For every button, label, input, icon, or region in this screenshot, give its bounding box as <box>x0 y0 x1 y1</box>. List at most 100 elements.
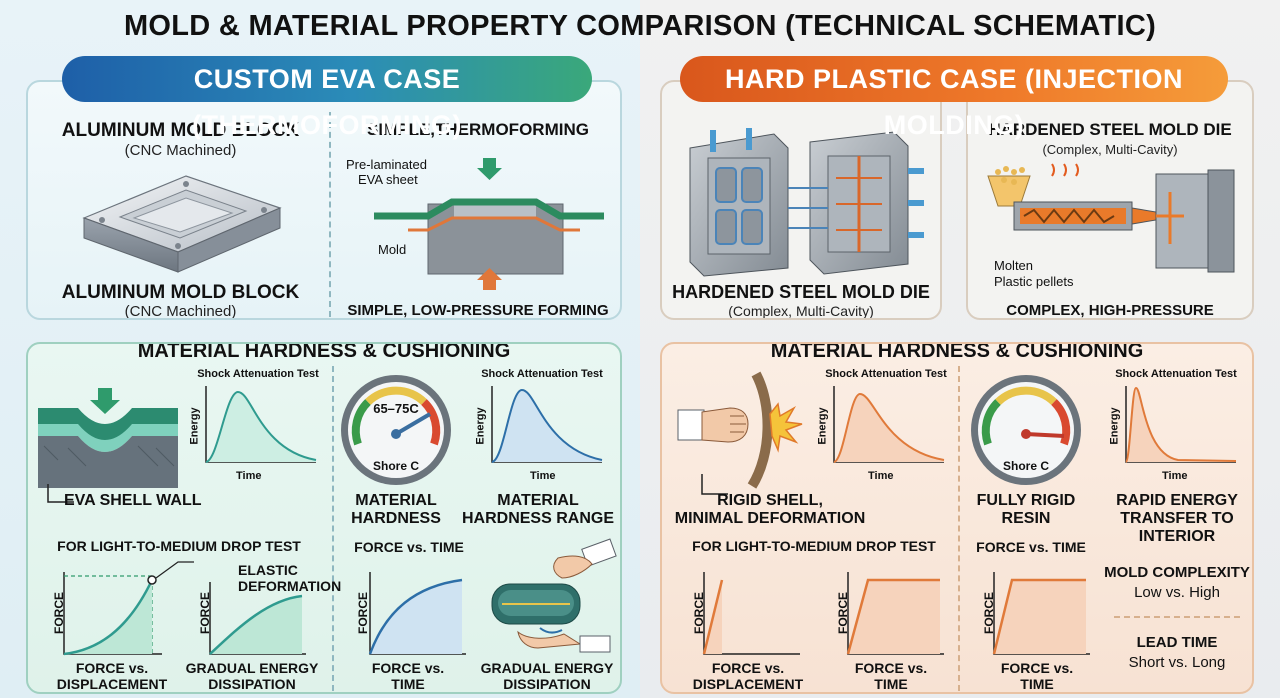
steel-mold-die-illustration <box>689 128 924 277</box>
eva-sheet-label: Pre-laminated EVA sheet <box>346 157 427 187</box>
rigid-caption-line1: RIGID SHELL, <box>717 492 823 509</box>
hard-c5-title: FORCE vs. TIME <box>976 539 1086 555</box>
hand-caption-line1: GRADUAL ENERGY <box>480 660 614 676</box>
molten-label: Molten Plastic pellets <box>994 258 1073 290</box>
mold-block-heading-bottom: ALUMINUM MOLD BLOCK <box>61 282 300 303</box>
hard-c4-caption: FORCE vs. TIME <box>826 660 956 692</box>
hard-divider <box>958 366 960 691</box>
rapid-caption-line1: RAPID ENERGY <box>1116 492 1238 509</box>
hard-c3-caption-line2: DISPLACEMENT <box>692 676 804 692</box>
gauge-unit: Shore C <box>372 459 419 473</box>
rigid-gauge-caption-line2: RESIN <box>1001 510 1051 527</box>
eva-hardness-heading: MATERIAL HARDNESS & CUSHIONING <box>137 342 511 362</box>
rigid-gauge-caption-line1: FULLY RIGID <box>976 492 1076 509</box>
die-caption-sub: (Complex, Multi-Cavity) <box>728 303 874 319</box>
hard-shock-chart2-title: Shock Attenuation Test <box>1115 368 1237 380</box>
thermo-heading: SIMPLE,THERMOFORMING <box>367 120 589 139</box>
hand-caption-line2: DISSIPATION <box>503 676 591 692</box>
eva-c4-caption-line1: GRADUAL ENERGY <box>185 660 319 676</box>
rigid-gauge-caption: FULLY RIGID RESIN <box>968 492 1084 528</box>
eva-shock-chart2-title: Shock Attenuation Test <box>481 368 603 380</box>
eva-shell-label: EVA SHELL WALL <box>64 492 202 509</box>
eva-c4-y-label: FORCE <box>198 592 212 634</box>
mold-block-sub: (CNC Machined) <box>124 142 237 159</box>
eva-shock2-y-label: Energy <box>474 407 487 445</box>
hard-c5-caption-line1: FORCE vs. <box>1000 660 1074 676</box>
hard-shock-chart-title: Shock Attenuation Test <box>825 368 947 380</box>
injection-molding-diagram <box>987 163 1235 273</box>
eva-shock-x-label: Time <box>236 470 262 482</box>
hard-shock-chart <box>833 386 945 463</box>
hardness-gauge <box>341 375 451 485</box>
hard-plastic-banner: HARD PLASTIC CASE (INJECTION MOLDING) <box>680 56 1228 140</box>
injection-panel: HARDENED STEEL MOLD DIE (Complex, Multi-… <box>966 80 1254 320</box>
chart2-caption: MATERIAL HARDNESS RANGE <box>458 492 618 528</box>
eva-gradual-chart <box>209 582 306 655</box>
hard-drop-heading: FOR LIGHT-TO-MEDIUM DROP TEST <box>692 538 936 554</box>
molten-label-line1: Molten <box>994 258 1034 273</box>
rapid-caption: RAPID ENERGY TRANSFER TO INTERIOR <box>1102 492 1252 546</box>
eva-shock-chart2 <box>491 386 603 463</box>
molten-label-line2: Plastic pellets <box>994 274 1074 289</box>
hard-c4-caption-line1: FORCE vs. <box>854 660 928 676</box>
eva-force-time-chart <box>368 572 466 655</box>
rigid-gauge-unit: Shore C <box>1002 459 1049 473</box>
hard-c5-y-label: FORCE <box>982 592 996 634</box>
fist-impact-illustration <box>677 371 803 489</box>
injection-heading: HARDENED STEEL MOLD DIE <box>988 120 1232 139</box>
lead-time-value: Short vs. Long <box>1128 654 1226 671</box>
hard-hardness-heading: MATERIAL HARDNESS & CUSHIONING <box>770 342 1144 362</box>
elastic-label-line2: DEFORMATION <box>238 578 342 594</box>
elastic-label-line1: ELASTIC <box>238 562 298 578</box>
mold-label: Mold <box>378 242 407 257</box>
hard-c3-caption: FORCE vs. DISPLACEMENT <box>678 660 818 692</box>
eva-c3-caption-line1: FORCE vs. <box>75 660 149 676</box>
hard-c5-caption-line2: TIME <box>1020 676 1054 692</box>
rigid-caption-line2: MINIMAL DEFORMATION <box>674 510 866 527</box>
eva-shock-chart-title: Shock Attenuation Test <box>197 368 319 380</box>
steel-die-panel: HARDENED STEEL MOLD DIE (Complex, Multi-… <box>660 80 942 320</box>
hard-c3-y-label: FORCE <box>692 592 706 634</box>
eva-c3-caption-line2: DISPLACEMENT <box>56 676 168 692</box>
mold-complexity-label: MOLD COMPLEXITY <box>1104 564 1250 581</box>
rigid-leader <box>701 474 728 495</box>
panel-divider <box>329 112 331 317</box>
eva-c5-caption-line1: FORCE vs. <box>371 660 445 676</box>
page-title: MOLD & MATERIAL PROPERTY COMPARISON (TEC… <box>123 10 1157 42</box>
eva-shock-chart <box>205 386 317 463</box>
chart2-caption-line2: HARDNESS RANGE <box>461 510 614 527</box>
eva-shock2-x-label: Time <box>530 470 556 482</box>
lead-time-label: LEAD TIME <box>1136 634 1218 651</box>
hardness-divider <box>332 366 334 691</box>
chart2-caption-line1: MATERIAL <box>497 492 579 509</box>
elastic-label: ELASTIC DEFORMATION <box>238 562 341 594</box>
eva-top-panel: ALUMINUM MOLD BLOCK (CNC Machined) ALUMI… <box>26 80 622 320</box>
rigid-caption: RIGID SHELL, MINIMAL DEFORMATION <box>672 492 868 528</box>
hands-compressing-case-illustration <box>491 538 617 653</box>
eva-c3-y-label: FORCE <box>52 592 66 634</box>
hard-force-displacement-chart <box>702 572 800 655</box>
hard-c3-caption-line1: FORCE vs. <box>711 660 785 676</box>
eva-banner: CUSTOM EVA CASE (THERMOFORMING) <box>62 56 592 140</box>
hard-c4-caption-line2: TIME <box>874 676 908 692</box>
hard-hardness-panel: MATERIAL HARDNESS & CUSHIONING RIGID SHE… <box>660 342 1254 694</box>
mold-complexity-value: Low vs. High <box>1134 584 1220 601</box>
die-caption: HARDENED STEEL MOLD DIE <box>672 282 930 302</box>
eva-shell-leader <box>47 484 74 503</box>
rapid-caption-line3: INTERIOR <box>1138 528 1216 545</box>
gauge-caption: MATERIAL HARDNESS <box>338 492 454 528</box>
aluminum-mold-block-illustration <box>82 175 282 273</box>
eva-c5-title: FORCE vs. TIME <box>354 539 464 555</box>
hard-force-time-chart2 <box>992 572 1090 655</box>
gauge-caption-line1: MATERIAL <box>355 492 437 509</box>
hard-shock2-y-label: Energy <box>1108 407 1121 445</box>
mold-block-sub-bottom: (CNC Machined) <box>124 303 237 320</box>
eva-shell-wall-illustration <box>38 388 178 488</box>
eva-sheet-label-line2: EVA sheet <box>358 172 418 187</box>
hard-shock-x-label: Time <box>868 470 894 482</box>
mold-block-heading: ALUMINUM MOLD BLOCK <box>61 120 300 141</box>
hand-caption: GRADUAL ENERGY DISSIPATION <box>474 660 620 692</box>
hard-shock-chart2 <box>1125 386 1237 463</box>
gauge-value: 65–75C <box>373 401 419 416</box>
eva-force-displacement-chart <box>63 561 194 656</box>
